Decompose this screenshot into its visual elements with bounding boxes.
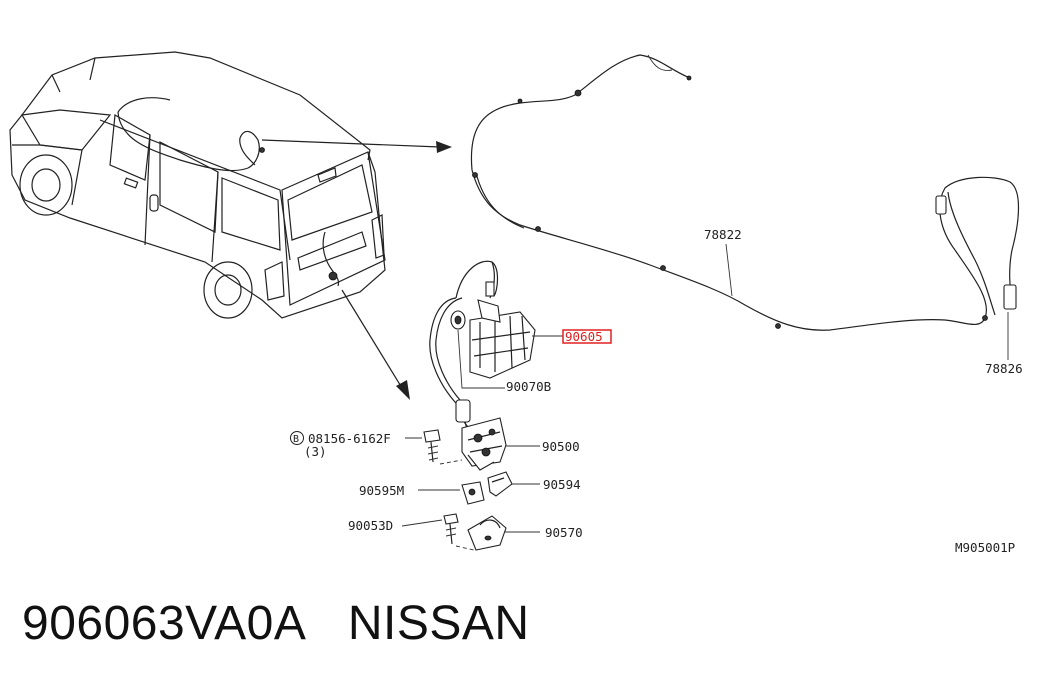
label-78822: 78822	[704, 227, 742, 242]
bolt-ref-circle	[290, 431, 304, 445]
lock-assembly	[405, 399, 540, 471]
caption-part-number: 906063VA0A	[22, 597, 307, 650]
bolt-ref-prefix: B	[293, 434, 299, 445]
label-90070B: 90070B	[506, 379, 551, 394]
label-bolt-qty: (3)	[304, 444, 327, 459]
striker	[401, 513, 540, 551]
label-90500: 90500	[542, 439, 580, 454]
part-caption: 906063VA0A NISSAN	[22, 596, 530, 651]
label-08156-6162F: 08156-6162F	[308, 431, 391, 446]
label-90053D: 90053D	[348, 518, 393, 533]
label-90594: 90594	[543, 477, 581, 492]
pointer-arrows	[261, 139, 452, 400]
van-illustration	[9, 51, 386, 319]
caption-brand: NISSAN	[347, 597, 530, 650]
label-90570: 90570	[545, 525, 583, 540]
brackets	[418, 471, 540, 505]
label-90595M: 90595M	[359, 483, 404, 498]
handle-assembly	[429, 260, 563, 437]
cable-78822	[470, 54, 1020, 360]
label-90605[interactable]: 90605	[565, 329, 603, 344]
label-78826: 78826	[985, 361, 1023, 376]
diagram-code: M905001P	[955, 540, 1015, 555]
highlight-box-90605	[562, 329, 612, 344]
